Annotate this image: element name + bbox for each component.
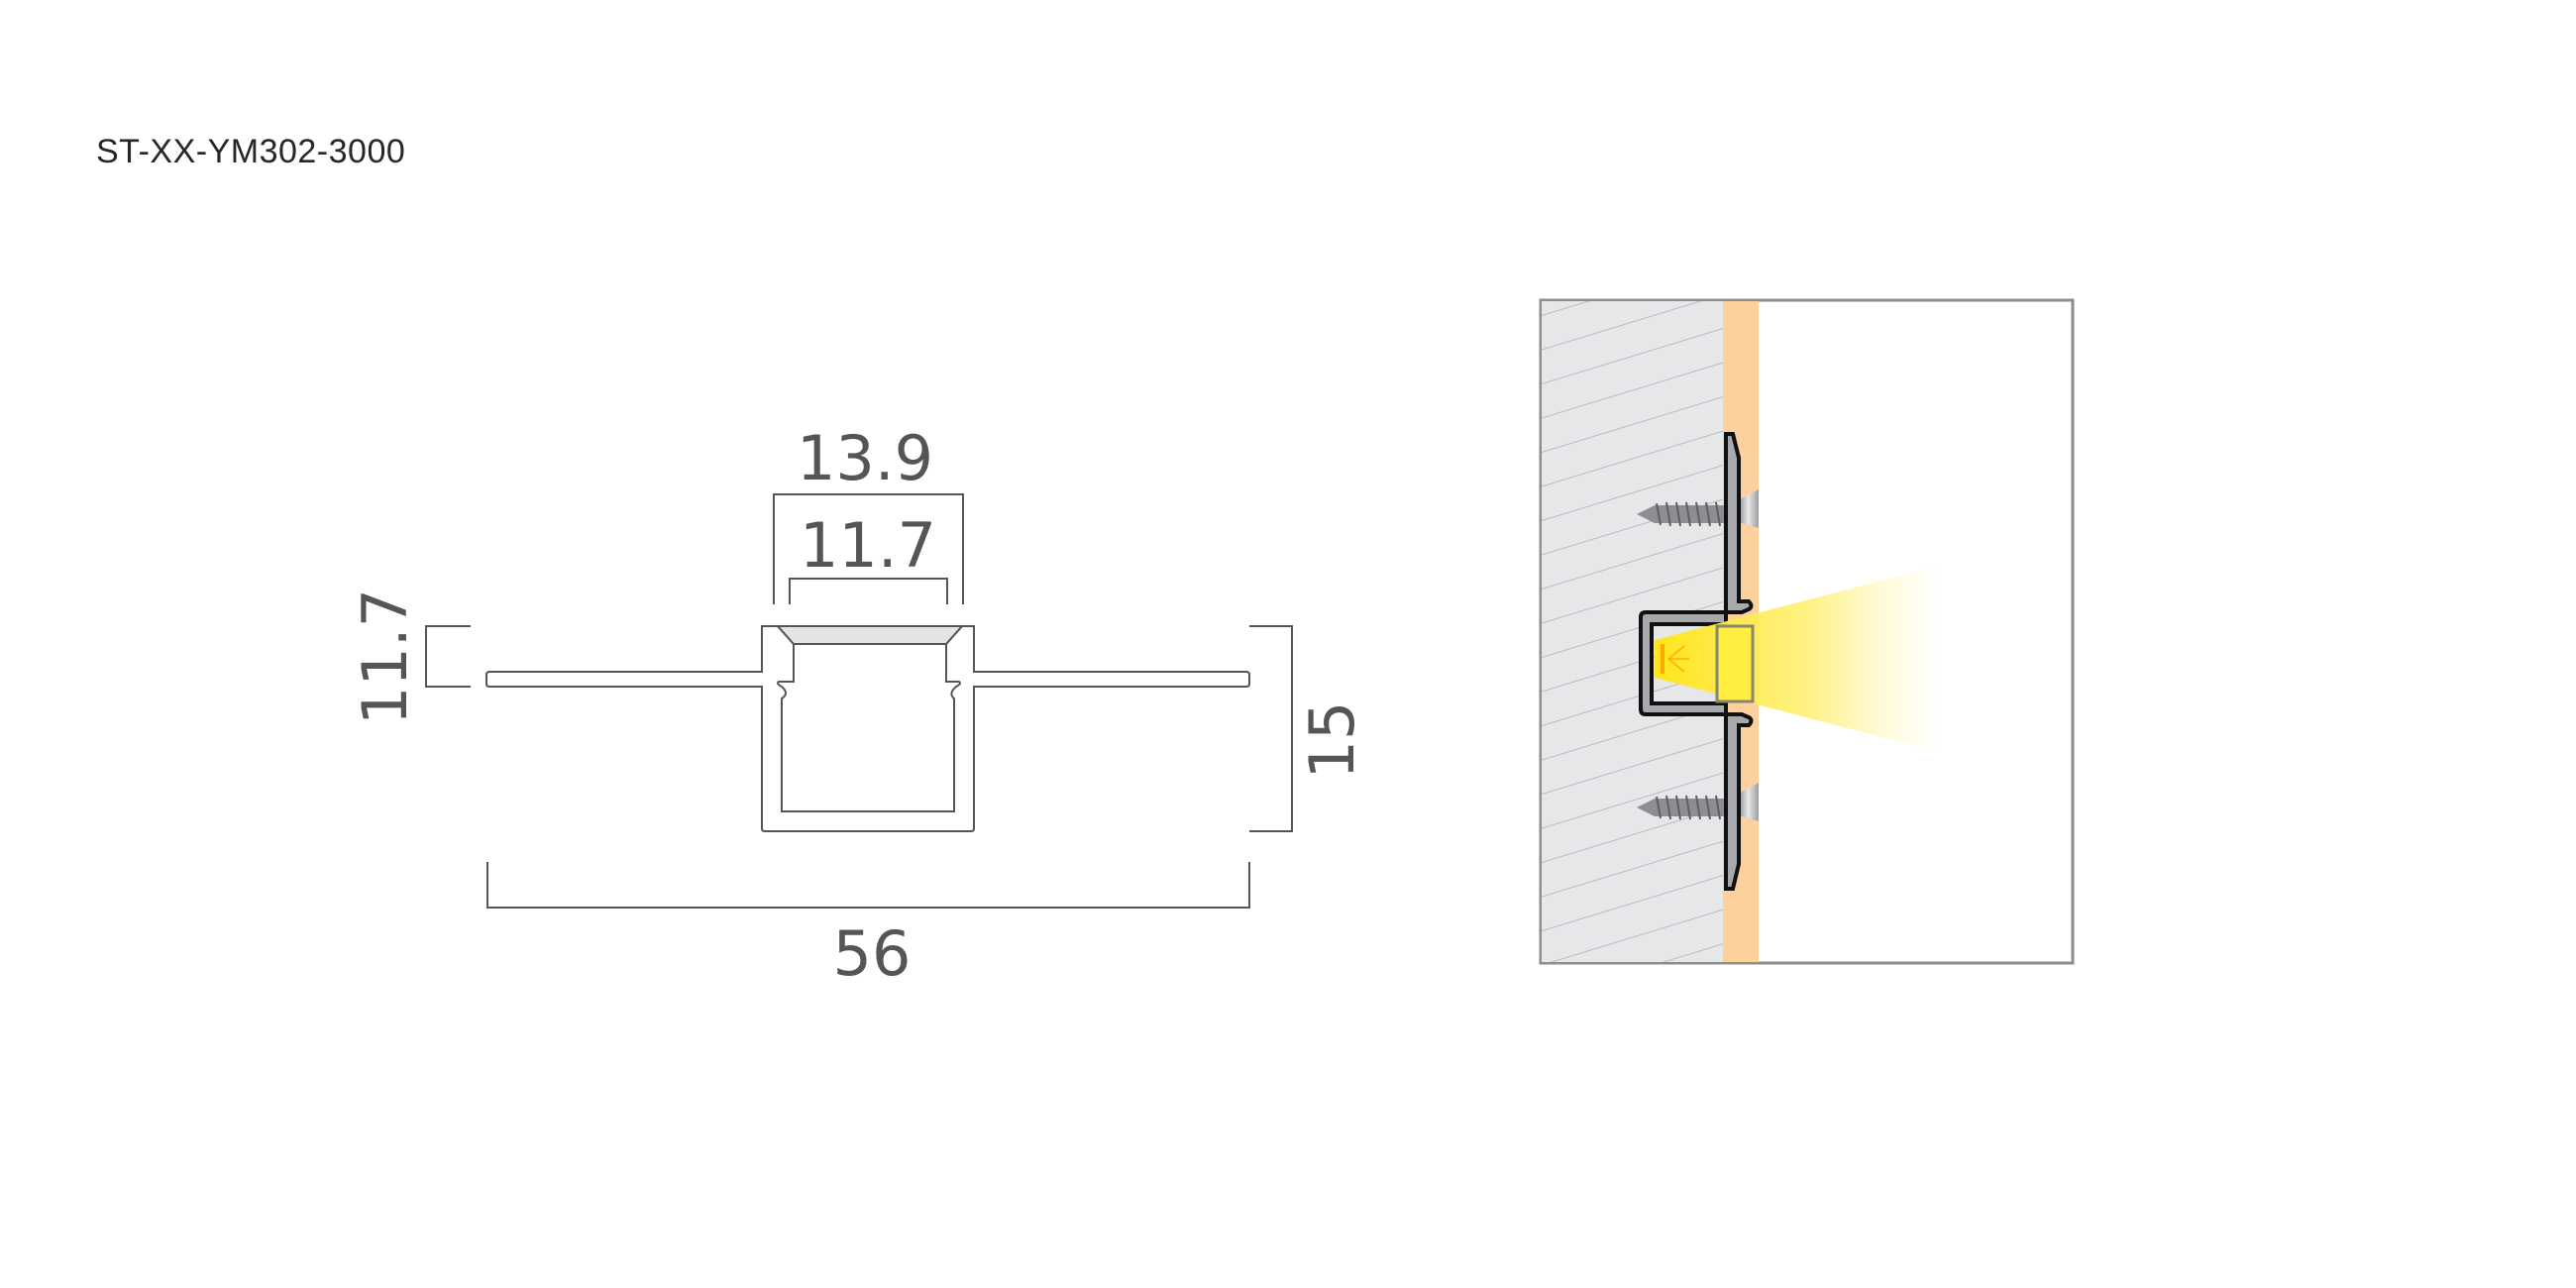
dimension-56-bottom: 56 — [486, 862, 1250, 990]
dimension-label: 15 — [1296, 701, 1368, 780]
product-code: ST-XX-YM302-3000 — [96, 133, 406, 170]
installation-illustration — [1539, 298, 2075, 965]
dimension-label: 13.9 — [797, 422, 933, 494]
dimension-label: 11.7 — [349, 589, 421, 725]
screw-icon — [1637, 783, 1759, 821]
dimension-11-7-left: 11.7 — [349, 589, 471, 725]
profile-cross-section — [485, 625, 1250, 832]
diffuser-lens — [1715, 624, 1755, 703]
dimension-15-right: 15 — [1249, 625, 1368, 832]
light-beam — [1655, 565, 1942, 753]
dimension-13-9: 13.9 — [773, 422, 964, 604]
led-chip-icon — [1661, 644, 1664, 674]
dimension-label: 11.7 — [800, 509, 936, 582]
aluminium-profile — [1639, 432, 1754, 891]
dimension-label: 56 — [833, 917, 912, 990]
screw-icon — [1637, 489, 1759, 528]
dimension-11-7-top: 11.7 — [789, 509, 948, 604]
